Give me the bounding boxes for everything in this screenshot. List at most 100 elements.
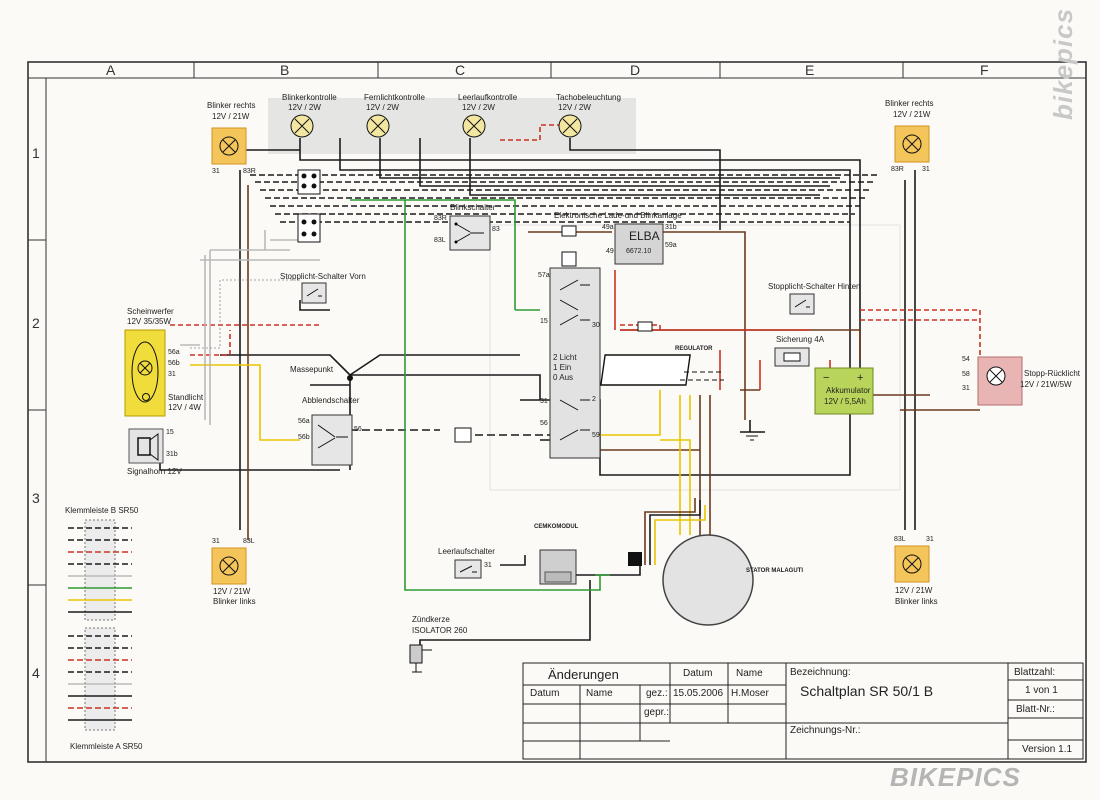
outer-frame [27, 61, 1087, 763]
sicherung-name: Sicherung 4A [776, 335, 825, 344]
abblendschalter-pin-56: 56 [354, 426, 362, 433]
blinker-links-right-rating: 12V / 21W [895, 586, 933, 595]
connector-small-3 [637, 321, 653, 332]
abblendschalter-pin-56b: 56b [298, 434, 310, 441]
massepunkt-name: Massepunkt [290, 365, 334, 374]
signalhorn-pin-31b: 31b [166, 451, 178, 458]
tb-gez-name: H.Moser [731, 688, 769, 699]
wire-black [232, 138, 916, 530]
zuendschloss-pin-2: 2 [592, 396, 596, 403]
lamp-blinkerkontrolle-icon [290, 114, 314, 138]
elba-part: 6672.10 [626, 248, 652, 255]
connector-icons [301, 173, 317, 237]
zuendschloss-state-1: 1 Ein [553, 363, 572, 372]
wire-red-dashed [170, 124, 981, 360]
blinker-links-left-name: Blinker links [213, 597, 256, 606]
blinkerkontrolle-rating: 12V / 2W [288, 103, 321, 112]
tb-blattzahl: 1 von 1 [1025, 685, 1058, 696]
row-dividers [28, 239, 46, 586]
row-label-2: 2 [32, 315, 40, 331]
stopp-ruecklicht-pin-58: 58 [962, 371, 970, 378]
elba-pin-59a: 59a [665, 242, 677, 249]
connector-small-4 [454, 427, 472, 443]
column-dividers [193, 62, 904, 78]
stopplicht-hinten-icon [789, 293, 815, 315]
row-label-4: 4 [32, 665, 40, 681]
leerlaufkontrolle-name: Leerlaufkontrolle [458, 93, 518, 102]
tachobeleuchtung-rating: 12V / 2W [558, 103, 591, 112]
scheinwerfer-pin-56a: 56a [168, 349, 180, 356]
stopp-ruecklicht-rating: 12V / 21W/5W [1020, 380, 1072, 389]
harness-area [489, 224, 901, 491]
blinker-links-right-icon [894, 545, 930, 583]
lamp-leerlaufkontrolle-icon [462, 114, 486, 138]
tb-gez-label: gez.: [646, 688, 668, 699]
col-label-C: C [455, 62, 466, 78]
tb-blattzahl-label: Blattzahl: [1014, 667, 1056, 678]
elba-title: Elektronische Lade-und Blinkanlage [554, 211, 682, 220]
leerlaufschalter-pin: 31 [484, 562, 492, 569]
col-label-A: A [106, 62, 116, 78]
akku-line2: 12V / 5,5Ah [824, 397, 866, 406]
blinker-rechts-right-rating: 12V / 21W [893, 110, 931, 119]
zuendschloss-pin-30: 30 [592, 322, 600, 329]
blinkschalter-pin-83: 83 [492, 226, 500, 233]
regulator-name: REGULATOR [675, 346, 713, 352]
blinker-links-right-pin1: 83L [894, 536, 906, 543]
blinker-links-right-pin2: 31 [926, 536, 934, 543]
akku-plus: + [857, 372, 864, 384]
tb-gepr-label: gepr.: [644, 707, 670, 718]
wire-black-cdi [419, 555, 641, 650]
abblendschalter-icon [311, 414, 353, 466]
tb-bezeichnung: Schaltplan SR 50/1 B [800, 683, 934, 699]
tb-aenderungen: Änderungen [548, 667, 619, 682]
wire-yellow [190, 364, 691, 535]
regulator-icon [600, 354, 724, 386]
blinker-rechts-right-name: Blinker rechts [885, 99, 934, 108]
stopp-ruecklicht-icon [977, 356, 1023, 406]
row-label-3: 3 [32, 490, 40, 506]
wire-white [190, 279, 300, 349]
wire-black-dashed-horn [350, 429, 550, 436]
col-label-B: B [280, 62, 290, 78]
connector-small-2 [561, 251, 577, 267]
standlicht-label: Standlicht [168, 393, 204, 402]
stopplicht-vorn-name: Stopplicht-Schalter Vorn [280, 272, 366, 281]
tb-version: Version 1.1 [1022, 744, 1073, 755]
leerlaufschalter-icon [454, 559, 482, 579]
elba-name: ELBA [629, 229, 660, 243]
wire-black-mass [159, 300, 851, 476]
tb-gez-datum: 15.05.2006 [673, 688, 724, 699]
klemmleiste-b [68, 519, 132, 621]
scheinwerfer-pin-56b: 56b [168, 360, 180, 367]
title-block-frame [522, 662, 1084, 760]
akku-icon [814, 367, 874, 415]
blinker-rechts-left-pin1: 31 [212, 168, 220, 175]
massepunkt-icon [347, 375, 353, 381]
col-label-F: F [980, 62, 989, 78]
stopp-ruecklicht-pin-31: 31 [962, 385, 970, 392]
col-label-D: D [630, 62, 641, 78]
wire-red [614, 270, 831, 390]
blinker-links-left-pin1: 31 [212, 538, 220, 545]
stator-icon [662, 534, 754, 626]
blinkschalter-icon [449, 215, 491, 251]
zuendschloss-pin-31: 31 [540, 398, 548, 405]
lamp-tachobeleuchtung-icon [558, 114, 582, 138]
elba-module [614, 223, 664, 265]
zuendkerze-name: Zündkerze [412, 615, 450, 624]
cdi-name: CEMKOMODUL [534, 524, 579, 530]
blinker-rechts-left-name: Blinker rechts [207, 101, 256, 110]
wire-black-dashed [250, 174, 880, 223]
cdi-icon [539, 549, 577, 585]
wire-grey [180, 230, 320, 425]
connector-small-1 [561, 225, 577, 237]
wire-stator-bundle [654, 505, 706, 565]
row-label-1: 1 [32, 145, 40, 161]
blinker-links-left-icon [211, 547, 247, 585]
tachobeleuchtung-name: Tachobeleuchtung [556, 93, 621, 102]
blinkschalter-pin-83l: 83L [434, 237, 446, 244]
stopplicht-vorn-icon [301, 282, 327, 304]
zuendschloss-icon [549, 267, 601, 459]
stopp-ruecklicht-pin-54: 54 [962, 356, 970, 363]
